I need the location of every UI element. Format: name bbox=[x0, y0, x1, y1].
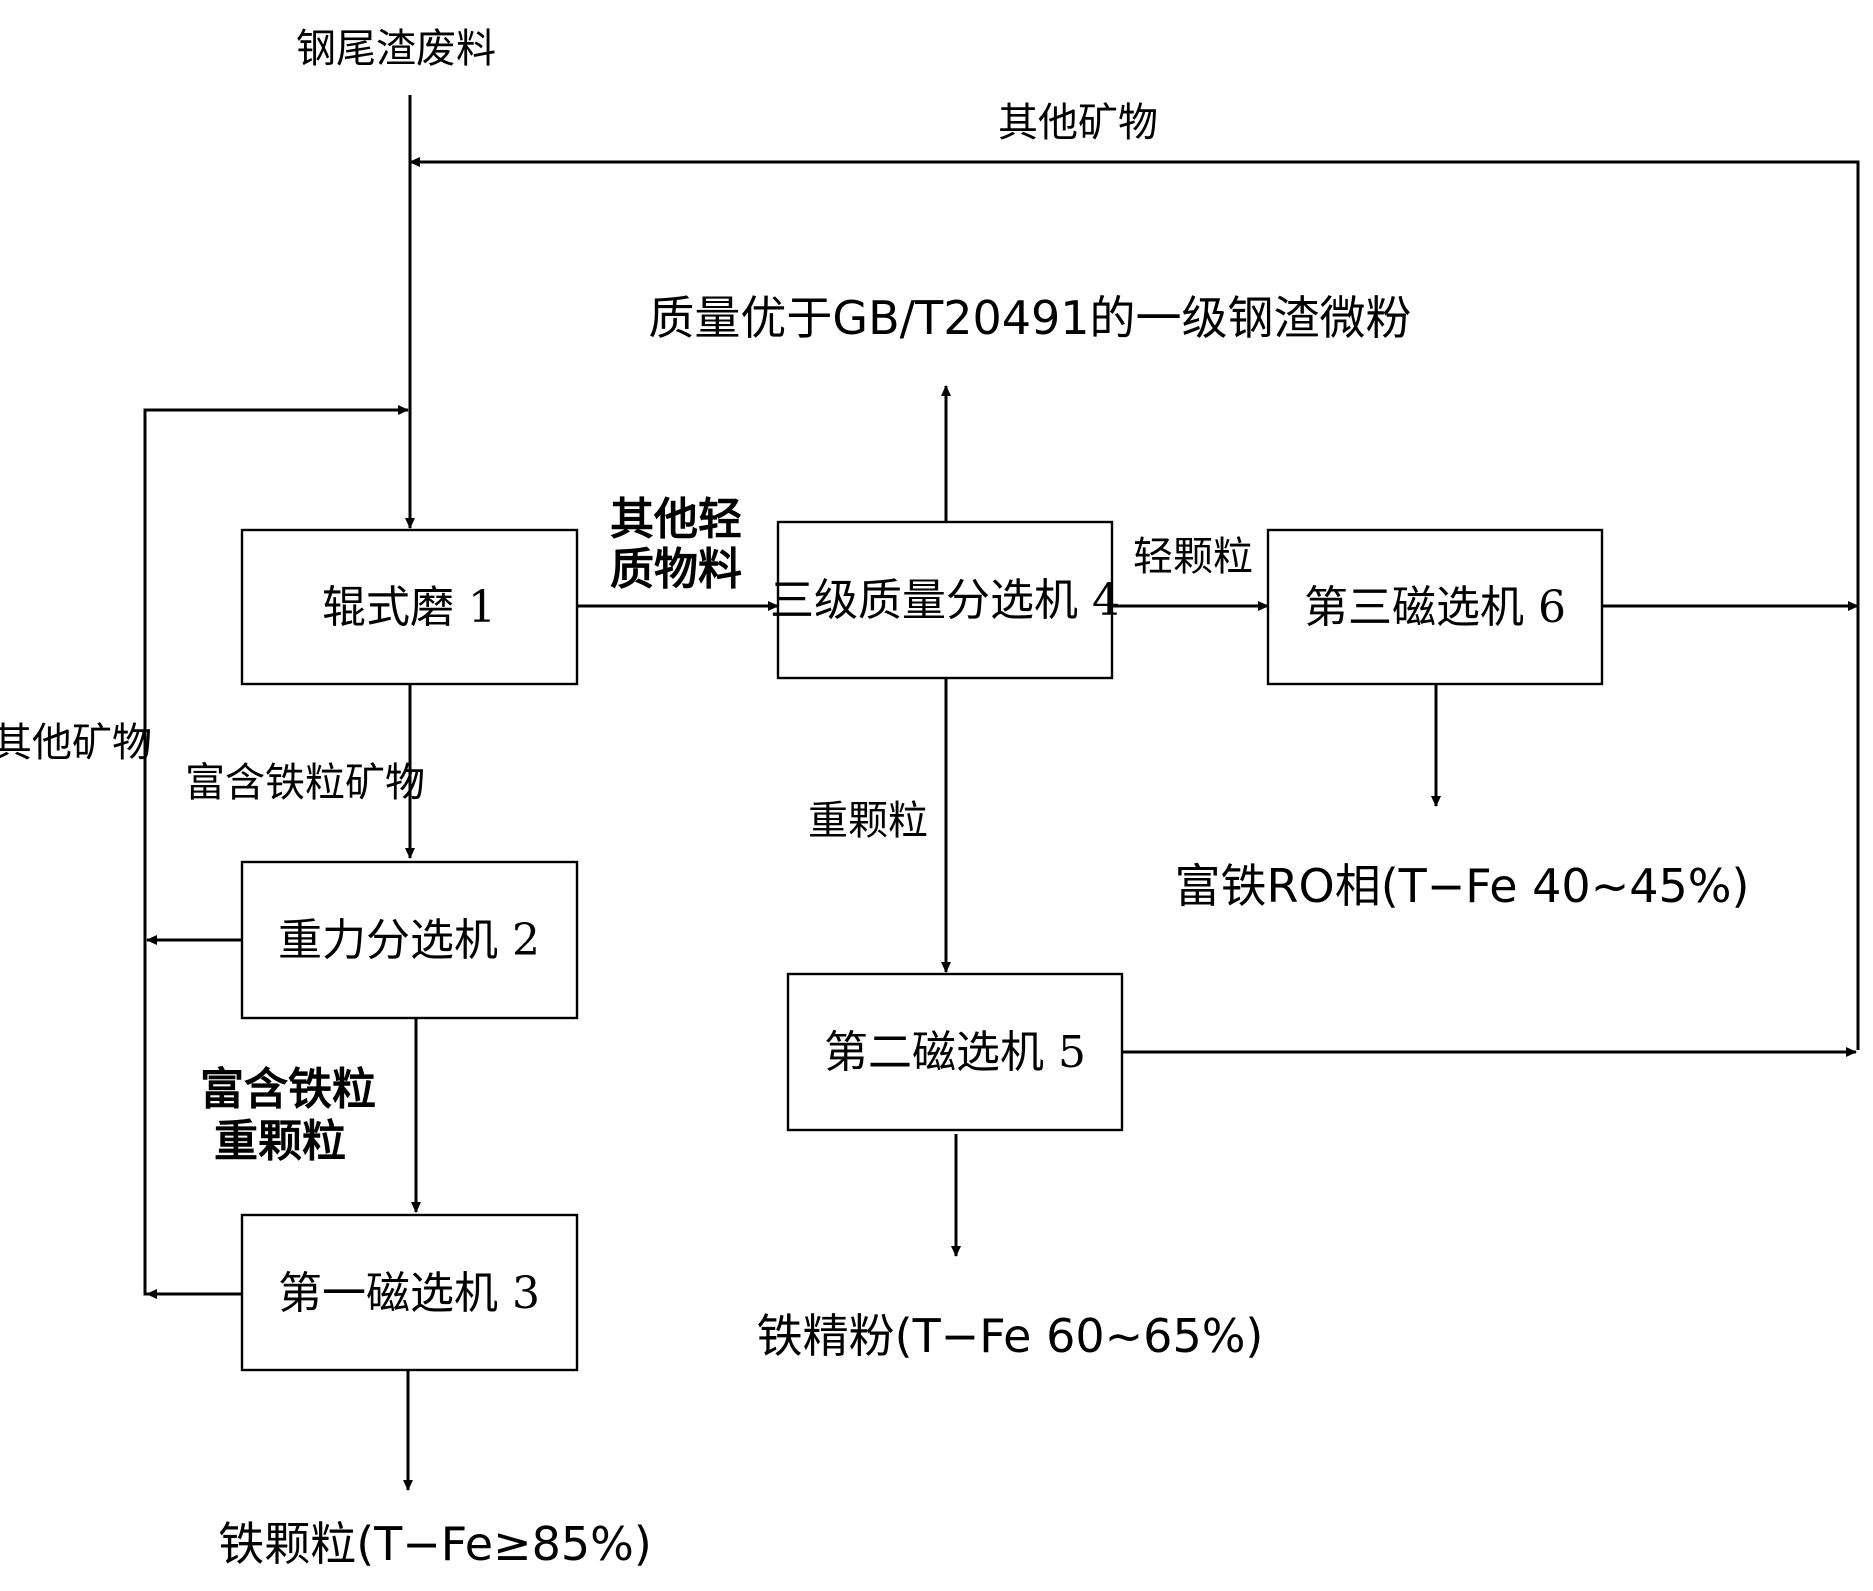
three-stage-separator-box: 三级质量分选机 4 bbox=[770, 520, 1120, 680]
roller-mill-box: 辊式磨 1 bbox=[240, 528, 579, 686]
second-magnetic-label: 第二磁选机 5 bbox=[824, 1027, 1086, 1078]
roller-mill-label: 辊式磨 1 bbox=[322, 582, 496, 633]
other-light-label-line1: 其他轻 bbox=[610, 494, 742, 545]
heavy-particles-label: 重颗粒 bbox=[808, 798, 928, 844]
light-particles-label: 轻颗粒 bbox=[1133, 534, 1253, 580]
third-magnetic-label: 第三磁选机 6 bbox=[1304, 582, 1566, 633]
iron-rich-minerals-label: 富含铁粒矿物 bbox=[185, 760, 425, 806]
iron-rich-ro-output-label: 富铁RO相(T−Fe 40~45%) bbox=[1175, 859, 1750, 913]
other-light-label-line2: 质物料 bbox=[610, 544, 742, 595]
other-minerals-left-label: 其他矿物 bbox=[0, 720, 152, 766]
iron-concentrate-output-label: 铁精粉(T−Fe 60~65%) bbox=[757, 1309, 1264, 1363]
gravity-separator-label: 重力分选机 2 bbox=[278, 915, 540, 966]
three-stage-separator-label: 三级质量分选机 4 bbox=[770, 575, 1120, 626]
input-label: 钢尾渣废料 bbox=[296, 26, 496, 72]
iron-heavy-label-line2: 重颗粒 bbox=[214, 1116, 346, 1167]
third-magnetic-box: 第三磁选机 6 bbox=[1266, 528, 1604, 686]
flow-return-top-loop bbox=[409, 157, 1860, 1050]
gravity-separator-box: 重力分选机 2 bbox=[240, 860, 579, 1020]
second-magnetic-box: 第二磁选机 5 bbox=[786, 972, 1124, 1132]
iron-heavy-label-line1: 富含铁粒 bbox=[200, 1064, 376, 1115]
other-minerals-top-label: 其他矿物 bbox=[998, 100, 1158, 146]
slag-powder-output-label: 质量优于GB/T20491的一级钢渣微粉 bbox=[648, 291, 1411, 345]
iron-particles-output-label: 铁颗粒(T−Fe≥85%) bbox=[218, 1517, 652, 1571]
first-magnetic-label: 第一磁选机 3 bbox=[278, 1268, 540, 1319]
first-magnetic-box: 第一磁选机 3 bbox=[240, 1213, 579, 1372]
